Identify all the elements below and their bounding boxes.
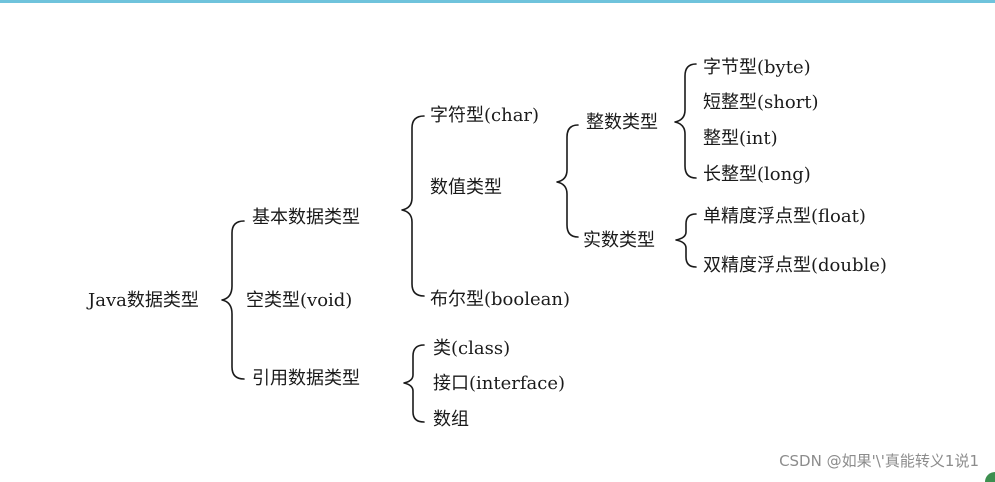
node-real-types: 实数类型 [583,230,655,251]
brace-real [675,213,697,268]
node-reference-types: 引用数据类型 [252,368,360,389]
brace-primitive [401,115,425,297]
brace-numeric [556,124,579,238]
node-double: 双精度浮点型(double) [703,255,887,276]
node-void-type: 空类型(void) [246,290,353,311]
node-boolean: 布尔型(boolean) [430,289,570,310]
node-int: 整型(int) [703,128,778,149]
node-integer-types: 整数类型 [586,112,658,133]
csdn-watermark: CSDN @如果'\'真能转义1说1 [779,452,979,470]
node-byte: 字节型(byte) [703,57,811,78]
node-numeric: 数值类型 [430,177,502,198]
node-long: 长整型(long) [703,164,811,185]
node-short: 短整型(short) [703,92,819,113]
node-char: 字符型(char) [430,105,540,126]
brace-reference [403,344,425,423]
node-class: 类(class) [433,338,511,359]
brace-integer [674,63,697,179]
node-interface: 接口(interface) [433,373,566,394]
node-root: Java数据类型 [88,290,199,311]
node-array: 数组 [433,409,469,430]
brace-root [221,220,245,380]
corner-decoration [985,472,995,482]
node-float: 单精度浮点型(float) [703,206,866,227]
node-primitive-types: 基本数据类型 [252,207,360,228]
top-accent-line [0,0,995,3]
